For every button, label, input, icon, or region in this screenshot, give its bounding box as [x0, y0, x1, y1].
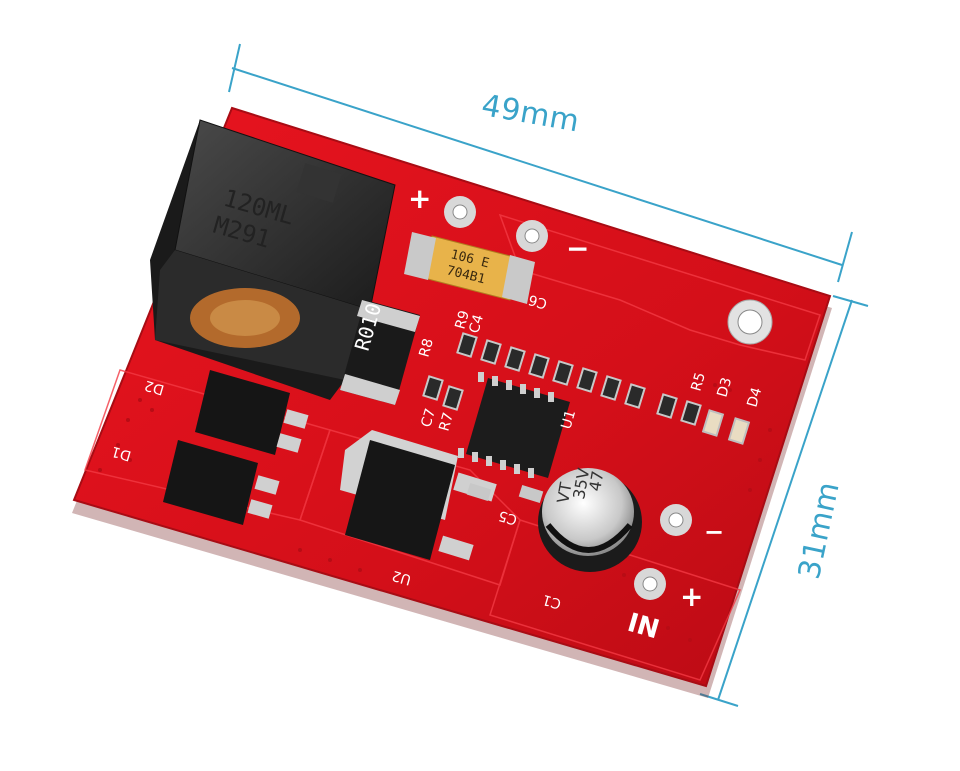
label-u2: U2 — [390, 567, 413, 588]
in-plus-label: + — [680, 580, 703, 613]
out-minus-label: − — [566, 232, 589, 265]
tantalum-capacitor — [404, 232, 535, 304]
label-d1: D1 — [110, 443, 133, 464]
label-c4: C4 — [466, 313, 487, 335]
controller-ic-u1 — [458, 372, 570, 478]
label-r8: R8 — [416, 337, 437, 359]
label-c6: C6 — [527, 291, 549, 312]
label-c5: C5 — [497, 507, 519, 528]
label-d4: D4 — [744, 386, 765, 409]
smd-components — [422, 332, 751, 503]
cap-marking-line1: 47 — [585, 469, 607, 492]
terminal-pads — [444, 196, 773, 600]
cap-marking-line3: VT — [553, 481, 575, 505]
in-minus-label: − — [704, 518, 724, 546]
label-r5: R5 — [688, 371, 709, 393]
label-r7: R7 — [436, 411, 457, 433]
inductor — [150, 119, 396, 400]
out-plus-label: + — [408, 182, 431, 215]
diode-d2 — [195, 370, 309, 455]
in-label: IN — [624, 608, 662, 646]
width-dimension — [228, 43, 853, 283]
electrolytic-capacitor-c1 — [538, 468, 642, 572]
label-d2: D2 — [143, 377, 166, 398]
sense-resistor-r8 — [340, 300, 420, 405]
label-c1: C1 — [541, 591, 563, 612]
label-u1: U1 — [558, 408, 579, 431]
diode-d1 — [163, 440, 280, 525]
sense-resistor-marking: R010 — [350, 300, 386, 353]
label-d3: D3 — [714, 376, 735, 399]
height-dimension — [699, 295, 869, 707]
label-r9: R9 — [452, 309, 473, 331]
label-c7: C7 — [418, 407, 439, 429]
mosfet-u2 — [340, 430, 497, 561]
